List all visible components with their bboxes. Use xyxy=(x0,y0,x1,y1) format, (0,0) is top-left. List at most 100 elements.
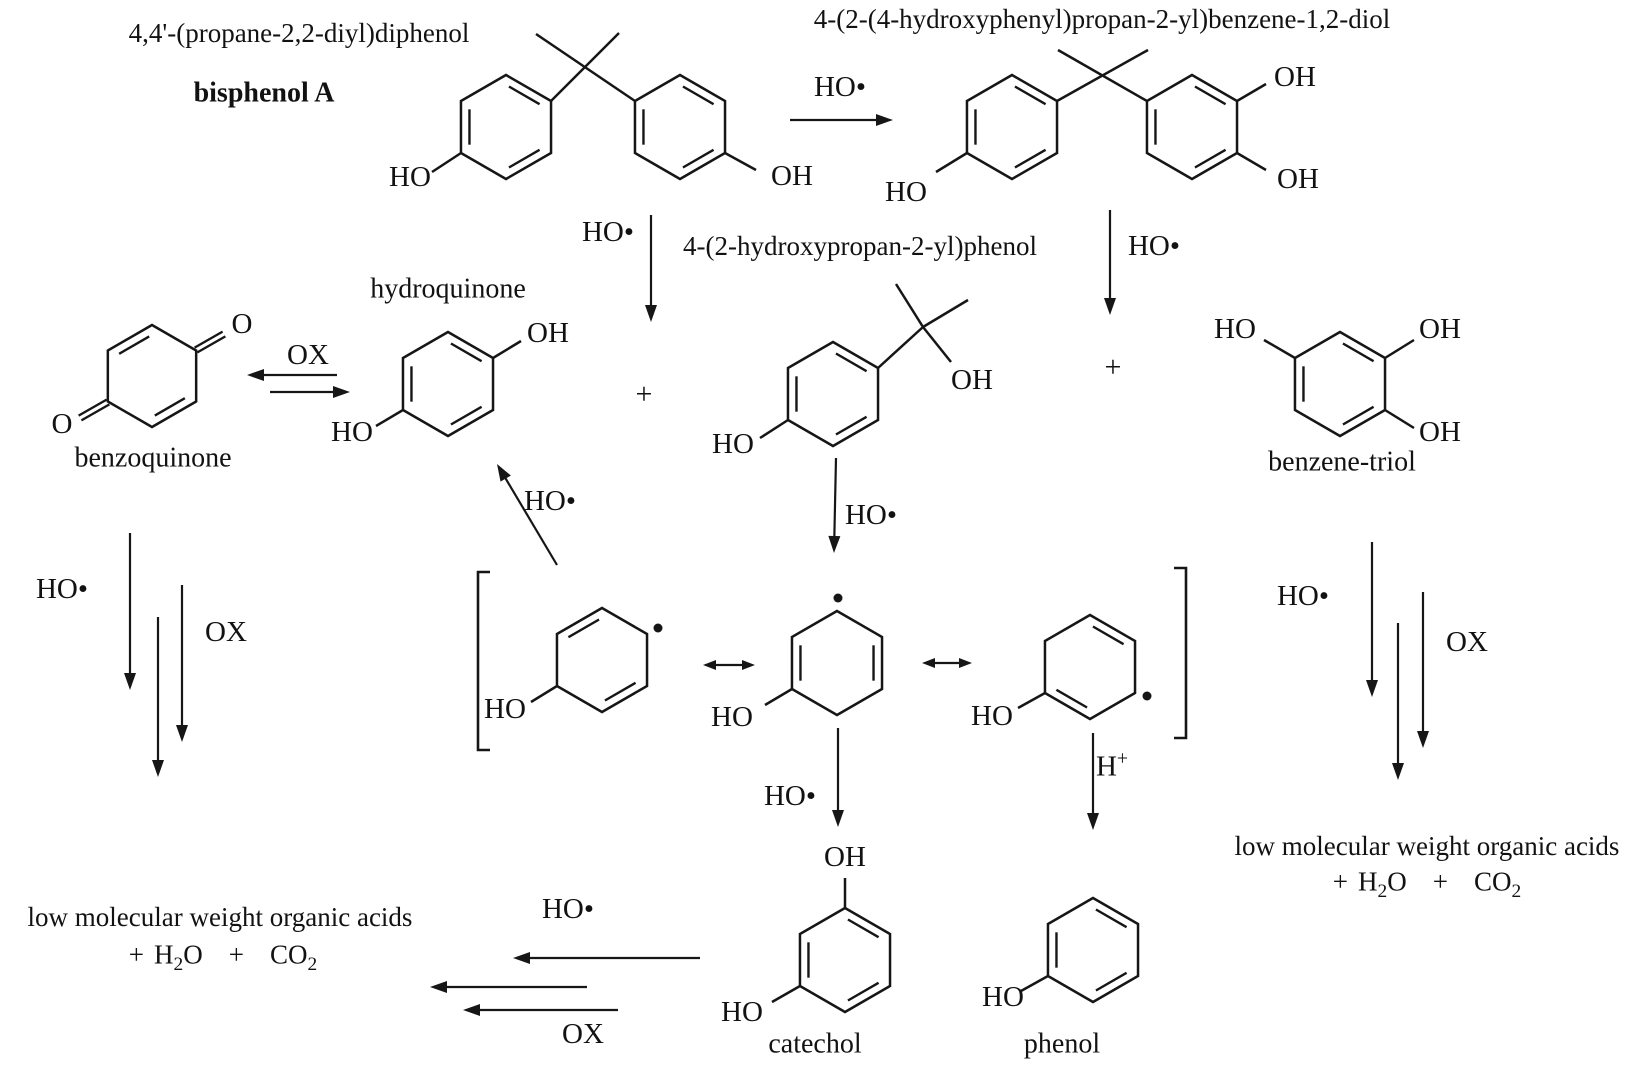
hydroquinone-ho-label: HO xyxy=(331,416,373,449)
arrow-triol-degradation-head xyxy=(1392,763,1404,780)
carbonyl-double-bond xyxy=(196,335,226,354)
arrow-diol-down-head xyxy=(1104,298,1116,315)
double-bond-inner xyxy=(847,918,880,939)
hydroquinone-oh-label: OH xyxy=(527,317,569,350)
double-bond-inner xyxy=(154,397,186,417)
arrow-triol-degradation-head xyxy=(1366,680,1378,697)
benzene-ring xyxy=(965,73,1059,181)
bond xyxy=(922,298,969,329)
bond xyxy=(1384,408,1415,430)
plus-co2-left: + xyxy=(228,939,244,970)
ho-radical-label-to-radical: HO• xyxy=(844,499,898,532)
oxidant-label-equilibrium: OX xyxy=(287,339,329,372)
oxidant-label-right-arrows: OX xyxy=(1446,626,1488,659)
arrow-to-catechol-head xyxy=(832,810,844,827)
double-bond-inner xyxy=(118,335,150,355)
benzene-ring xyxy=(459,73,553,181)
organic-acids-right-line2: +H2O+CO2 xyxy=(1332,866,1522,903)
benzoquinone-name: benzoquinone xyxy=(74,442,232,474)
triol-oh-bottom-label: OH xyxy=(1419,416,1461,449)
carbonyl-double-bond xyxy=(80,403,110,422)
bond xyxy=(1263,338,1296,360)
phenol-name: phenol xyxy=(1023,1028,1101,1060)
bond xyxy=(1020,974,1049,993)
double-bond-inner xyxy=(847,981,880,1002)
plus-h2o-right: + xyxy=(1332,866,1349,897)
double-bond-inner xyxy=(1342,342,1375,363)
hydroxypropyl-phenol-iupac-name: 4-(2-hydroxypropan-2-yl)phenol xyxy=(683,231,1037,262)
arrow-benzoquinone-degradation-head xyxy=(152,760,164,777)
oxidant-label-bottom-arrows: OX xyxy=(562,1018,604,1051)
ho-radical-label-diol-down: HO• xyxy=(1127,230,1181,263)
organic-acids-left-line1: low molecular weight organic acids xyxy=(27,902,413,933)
benzene-ring xyxy=(1145,73,1239,181)
h2o-sub-right: 2 xyxy=(1377,881,1388,903)
bond xyxy=(530,684,558,704)
arrow-catechol-degradation-head xyxy=(430,981,447,993)
double-bond-inner xyxy=(508,148,541,169)
co2-sub-right: 2 xyxy=(1511,881,1522,903)
resonance-arrow-head xyxy=(703,660,716,670)
arrow-to-radical-bracket xyxy=(833,457,838,544)
ho-radical-label-to-catechol: HO• xyxy=(763,780,817,813)
double-bond-inner xyxy=(508,85,541,106)
double-bond-inner xyxy=(1194,85,1227,106)
bond xyxy=(764,687,793,707)
radical2-ho-label: HO xyxy=(711,701,753,734)
bond xyxy=(1017,691,1046,710)
arrow-to-hydroquinone-head xyxy=(497,464,511,482)
hydroxypropyl-phenol-oh-label: OH xyxy=(951,364,993,397)
arrow-benzoquinone-degradation-head xyxy=(124,673,136,690)
diol-oh-bottom-label: OH xyxy=(1277,163,1319,196)
bisphenol-a-common-name: bisphenol A xyxy=(193,77,335,109)
double-bond-inner xyxy=(604,681,637,702)
arrow-to-hydroquinone xyxy=(501,472,558,566)
bond xyxy=(724,151,757,172)
plus-co2-right: + xyxy=(1432,866,1448,897)
arrow-triol-degradation-head xyxy=(1417,731,1429,748)
catechol-oh-label: OH xyxy=(824,841,866,874)
ho-radical-label-left-arrows: HO• xyxy=(35,573,89,606)
phenol-ho-label: HO xyxy=(982,981,1024,1014)
co2-left: CO xyxy=(269,939,308,970)
plus-sign-right: + xyxy=(1104,350,1122,384)
double-bond-inner xyxy=(450,405,483,426)
resonance-arrow-head xyxy=(922,658,935,668)
benzene-ring xyxy=(106,323,198,429)
bond xyxy=(877,326,924,369)
ho-radical-label-bottom-arrows: HO• xyxy=(541,893,595,926)
arrow-catechol-degradation-head xyxy=(513,952,530,964)
benzene-ring xyxy=(786,340,880,448)
double-bond-inner xyxy=(1014,85,1047,106)
organic-acids-right-line1: low molecular weight organic acids xyxy=(1234,831,1620,862)
double-bond-inner xyxy=(1092,625,1125,646)
benzoquinone-o-top-label: O xyxy=(231,308,253,341)
double-bond-inner xyxy=(1055,688,1088,709)
arrow-to-radical-bracket-head xyxy=(828,535,841,553)
arrow-benzoquinone-degradation-head xyxy=(176,725,188,742)
bond xyxy=(1236,151,1267,172)
h2o-sub-left: 2 xyxy=(173,954,184,976)
ho-radical-label-right-arrows: HO• xyxy=(1276,580,1330,613)
co2-sub-left: 2 xyxy=(307,954,318,976)
triol-oh-top-label: OH xyxy=(1419,313,1461,346)
oxidant-label-left-arrows: OX xyxy=(205,616,247,649)
bond xyxy=(1057,48,1148,103)
organic-acids-left-line2: +H2O+CO2 xyxy=(129,939,318,976)
radical-dot xyxy=(833,593,843,603)
double-bond-inner xyxy=(1342,405,1375,426)
resonance-arrow-head xyxy=(959,658,972,668)
benzene-ring xyxy=(1043,613,1137,721)
arrow-equilibrium-right-head xyxy=(333,386,350,398)
resonance-arrow-head xyxy=(742,660,755,670)
arrow-equilibrium-left-head xyxy=(247,369,264,381)
h2o-o-left: O xyxy=(183,939,203,970)
radical3-ho-label: HO xyxy=(971,700,1013,733)
benzene-ring xyxy=(798,906,892,1014)
double-bond-inner xyxy=(682,148,715,169)
ho-radical-label-to-hydroquinone: HO• xyxy=(523,485,577,518)
carbonyl-double-bond xyxy=(194,330,224,349)
bond xyxy=(375,408,404,428)
double-bond-inner xyxy=(835,415,868,436)
